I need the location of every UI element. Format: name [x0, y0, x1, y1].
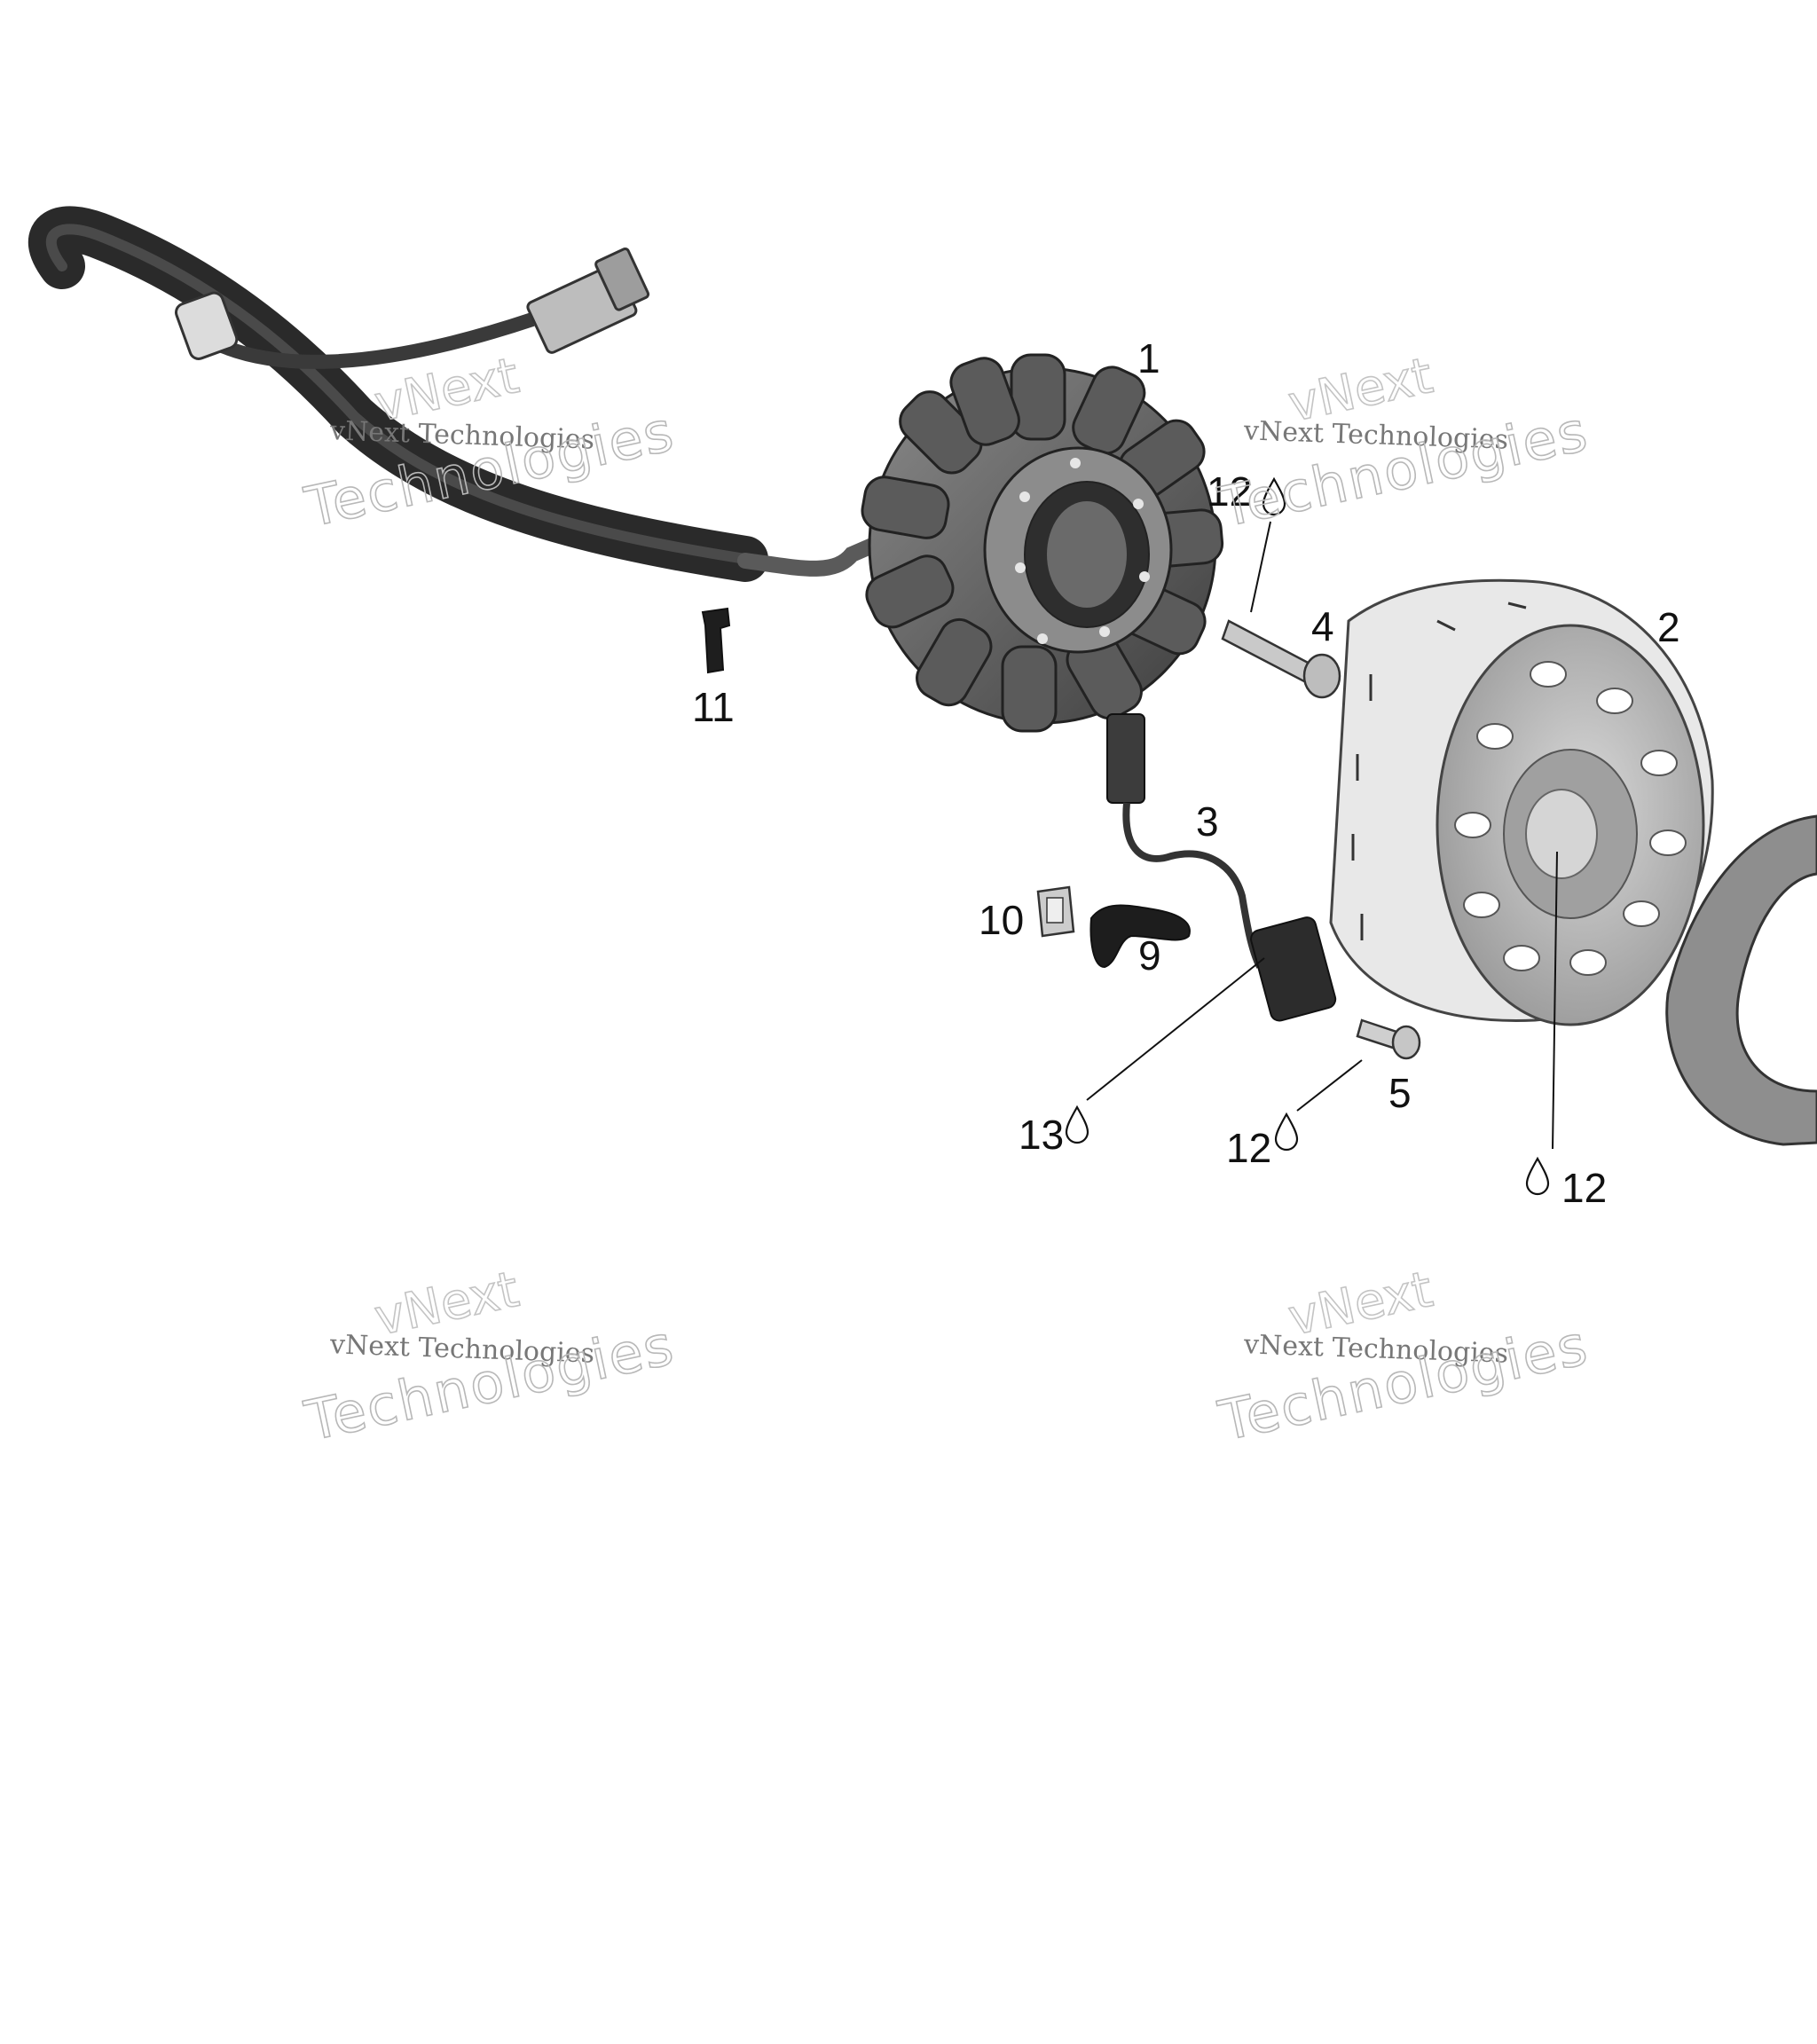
callout-3: 3 — [1196, 798, 1219, 845]
part-2-rotor — [1329, 578, 1714, 1026]
harness-clip — [175, 291, 239, 360]
callout-9: 9 — [1138, 932, 1161, 979]
part-3-sensor — [1106, 713, 1337, 1022]
part-1-stator — [861, 353, 1224, 733]
callout-4: 4 — [1311, 603, 1334, 649]
drop-icon — [1525, 1156, 1550, 1196]
callout-5: 5 — [1388, 1070, 1412, 1116]
drop-icon — [1274, 1112, 1299, 1152]
trigger-ring — [1665, 814, 1817, 1146]
part-9-grommet — [1089, 904, 1191, 969]
part-4-bolt — [1221, 619, 1341, 699]
leader-lines — [1086, 521, 1558, 1150]
callout-12-lower: 12 — [1226, 1125, 1271, 1171]
callout-2: 2 — [1657, 604, 1680, 650]
harness-connector — [526, 247, 650, 354]
wiring-harness — [28, 206, 886, 582]
part-5-bolt — [1356, 1018, 1421, 1060]
watermark-bottom-left: vNext vNext Technologies Technologies — [299, 1260, 681, 1454]
watermark-bottom-right: vNext vNext Technologies Technologies — [1213, 1260, 1595, 1454]
callout-11: 11 — [692, 684, 735, 730]
callout-12-top: 12 — [1207, 468, 1252, 515]
callout-10: 10 — [979, 897, 1024, 943]
part-10-clip — [1036, 885, 1075, 938]
callout-1: 1 — [1137, 335, 1160, 381]
drop-icon — [1262, 476, 1286, 516]
callout-13: 13 — [1019, 1112, 1064, 1158]
callout-12-rotor: 12 — [1561, 1165, 1607, 1211]
part-11-clamp — [701, 607, 731, 674]
watermark-top-right: vNext vNext Technologies Technologies — [1213, 346, 1595, 540]
drop-icon — [1065, 1105, 1089, 1144]
